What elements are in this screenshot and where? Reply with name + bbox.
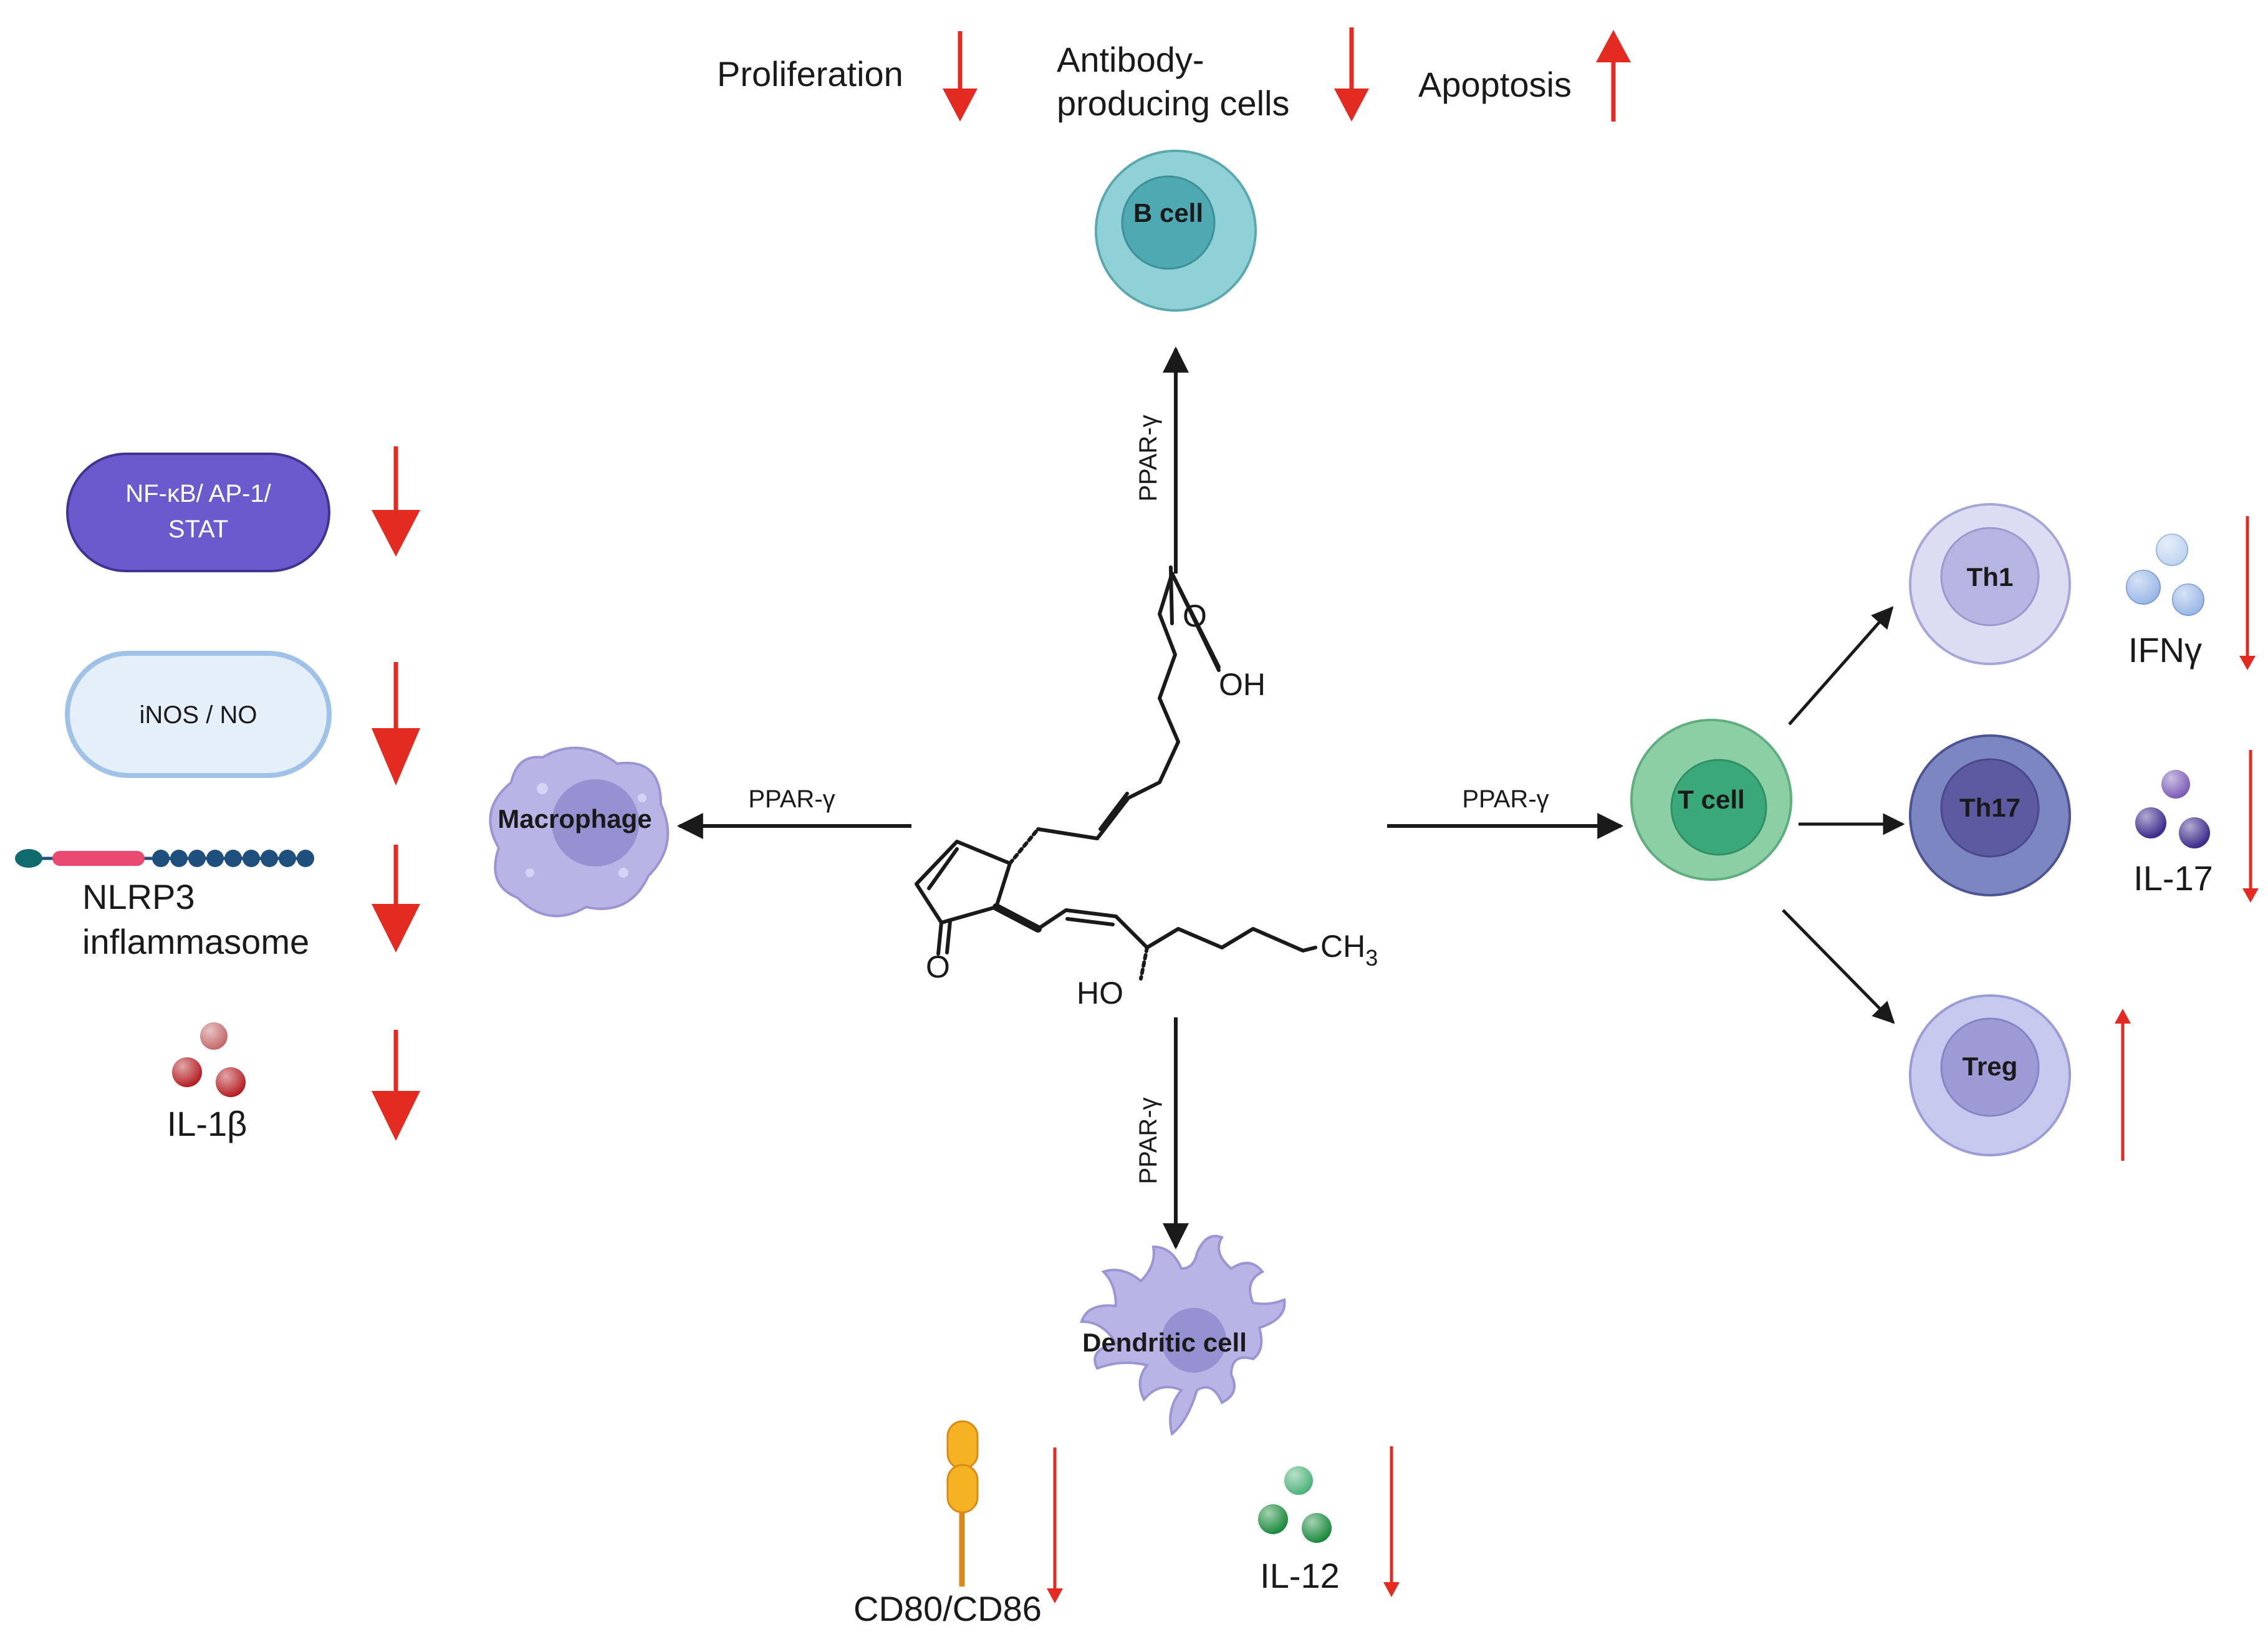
apoptosis-up-arrow bbox=[1596, 30, 1631, 122]
ppar-label-bcell: PPAR-γ bbox=[1135, 415, 1162, 501]
treg-up-arrow bbox=[2115, 1009, 2131, 1161]
acid-oh: OH bbox=[1219, 667, 1266, 702]
bcell-effects: Proliferation Antibody- producing cells … bbox=[717, 27, 1631, 123]
hydroxyl-ho: HO bbox=[1077, 976, 1123, 1011]
proliferation-down-arrow bbox=[943, 31, 978, 122]
il17-icon bbox=[2135, 770, 2210, 848]
nfkb-label-line2: STAT bbox=[168, 516, 228, 543]
receptor-icon bbox=[946, 1420, 979, 1587]
carbonyl-o: O bbox=[1183, 598, 1207, 633]
inos-down-arrow bbox=[372, 662, 420, 785]
il17-down-arrow bbox=[2242, 750, 2259, 903]
arrow-to-macrophage: PPAR-γ bbox=[676, 785, 911, 839]
dendritic-label: Dendritic cell bbox=[1082, 1328, 1247, 1357]
nlrp3-label-line2: inflammasome bbox=[82, 922, 309, 961]
ifng-label: IFNγ bbox=[2128, 630, 2202, 670]
ppar-label-tcell: PPAR-γ bbox=[1462, 785, 1549, 813]
th17-label: Th17 bbox=[1959, 793, 2021, 822]
inflammasome-icon bbox=[15, 849, 314, 868]
nfkb-down-arrow bbox=[372, 446, 420, 557]
cd80-label: CD80/CD86 bbox=[853, 1589, 1042, 1628]
macrophage: Macrophage bbox=[489, 746, 670, 918]
enzyme-pill-icon: iNOS / NO bbox=[65, 651, 332, 778]
dendritic-effects: CD80/CD86 IL-12 bbox=[853, 1420, 1400, 1628]
th17-cell: Th17 bbox=[1909, 734, 2071, 896]
bcell-label: B cell bbox=[1133, 198, 1203, 228]
treg-cell: Treg bbox=[1909, 994, 2071, 1156]
il1b-down-arrow bbox=[372, 1030, 420, 1141]
il12-icon bbox=[1258, 1466, 1332, 1543]
methyl-ch: CH3 bbox=[1320, 929, 1378, 971]
nfkb-label-line1: NF-κB/ AP-1/ bbox=[125, 480, 271, 507]
prostaglandin-molecule bbox=[915, 565, 1317, 981]
arrow-to-tcell: PPAR-γ bbox=[1387, 785, 1624, 839]
il17-label: IL-17 bbox=[2133, 858, 2213, 898]
th1-cell: Th1 bbox=[1909, 503, 2071, 665]
antibody-down-arrow bbox=[1334, 27, 1369, 122]
tcell: T cell bbox=[1630, 719, 1792, 881]
macrophage-effects: NF-κB/ AP-1/ STAT iNOS / NO bbox=[15, 446, 420, 1143]
antibody-label-line2: producing cells bbox=[1057, 84, 1290, 123]
nlrp3-label-line1: NLRP3 bbox=[82, 877, 195, 916]
il1b-label: IL-1β bbox=[167, 1104, 247, 1143]
proliferation-label: Proliferation bbox=[717, 54, 903, 94]
arrow-to-dendritic: PPAR-γ bbox=[1135, 1017, 1189, 1250]
tcell-label: T cell bbox=[1678, 785, 1744, 814]
ifng-down-arrow bbox=[2239, 516, 2256, 670]
dendritic-cell: Dendritic cell bbox=[1080, 1234, 1286, 1436]
treg-label: Treg bbox=[1963, 1052, 2018, 1081]
arrow-to-bcell: PPAR-γ bbox=[1135, 346, 1189, 574]
ifng-icon bbox=[2126, 534, 2204, 616]
ppar-label-dendritic: PPAR-γ bbox=[1135, 1097, 1162, 1184]
cytokine-icon bbox=[172, 1022, 246, 1097]
bcell: B cell bbox=[1095, 150, 1257, 312]
inos-label: iNOS / NO bbox=[140, 701, 257, 729]
macrophage-label: Macrophage bbox=[497, 804, 651, 833]
pathway-pill-icon: NF-κB/ AP-1/ STAT bbox=[66, 453, 330, 572]
cd80-down-arrow bbox=[1047, 1448, 1063, 1603]
tcell-differentiation-arrows bbox=[1782, 606, 1905, 1024]
ring-o: O bbox=[926, 949, 950, 984]
il12-down-arrow bbox=[1383, 1446, 1400, 1597]
il12-label: IL-12 bbox=[1260, 1556, 1340, 1595]
ppar-label-macrophage: PPAR-γ bbox=[748, 785, 835, 813]
apoptosis-label: Apoptosis bbox=[1418, 65, 1572, 104]
antibody-label-line1: Antibody- bbox=[1057, 40, 1204, 79]
th1-label: Th1 bbox=[1967, 562, 2014, 592]
nlrp3-down-arrow bbox=[372, 845, 420, 953]
